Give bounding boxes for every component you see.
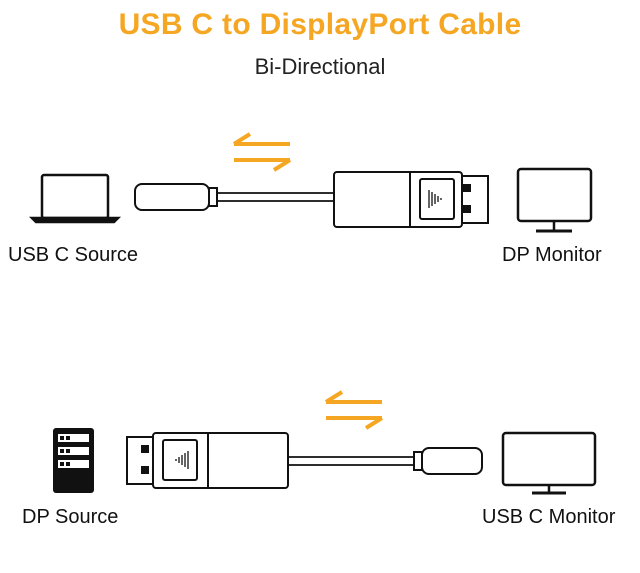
- usbc-plug: [134, 183, 218, 211]
- page-subtitle: Bi-Directional: [254, 54, 386, 79]
- bidirectional-arrows-icon: [232, 132, 292, 172]
- cable: [217, 192, 334, 202]
- target-label-dp-monitor: DP Monitor: [502, 244, 602, 266]
- bidirectional-arrows-icon: [324, 390, 384, 430]
- source-label-usbc: USB C Source: [8, 244, 139, 266]
- monitor-icon: [516, 167, 593, 233]
- dp-logo-icon: [428, 190, 442, 208]
- source-label-dp: DP Source: [22, 506, 119, 528]
- cable: [288, 456, 414, 466]
- target-label-usbc-monitor: USB C Monitor: [482, 506, 616, 528]
- displayport-plug: [126, 432, 289, 489]
- displayport-plug: [333, 171, 489, 228]
- server-icon: [53, 428, 94, 493]
- dp-logo-icon: [175, 451, 189, 469]
- page-title: USB C to DisplayPort Cable: [118, 8, 522, 41]
- laptop-icon: [28, 173, 122, 224]
- monitor-icon: [501, 431, 597, 495]
- usbc-plug: [413, 447, 483, 475]
